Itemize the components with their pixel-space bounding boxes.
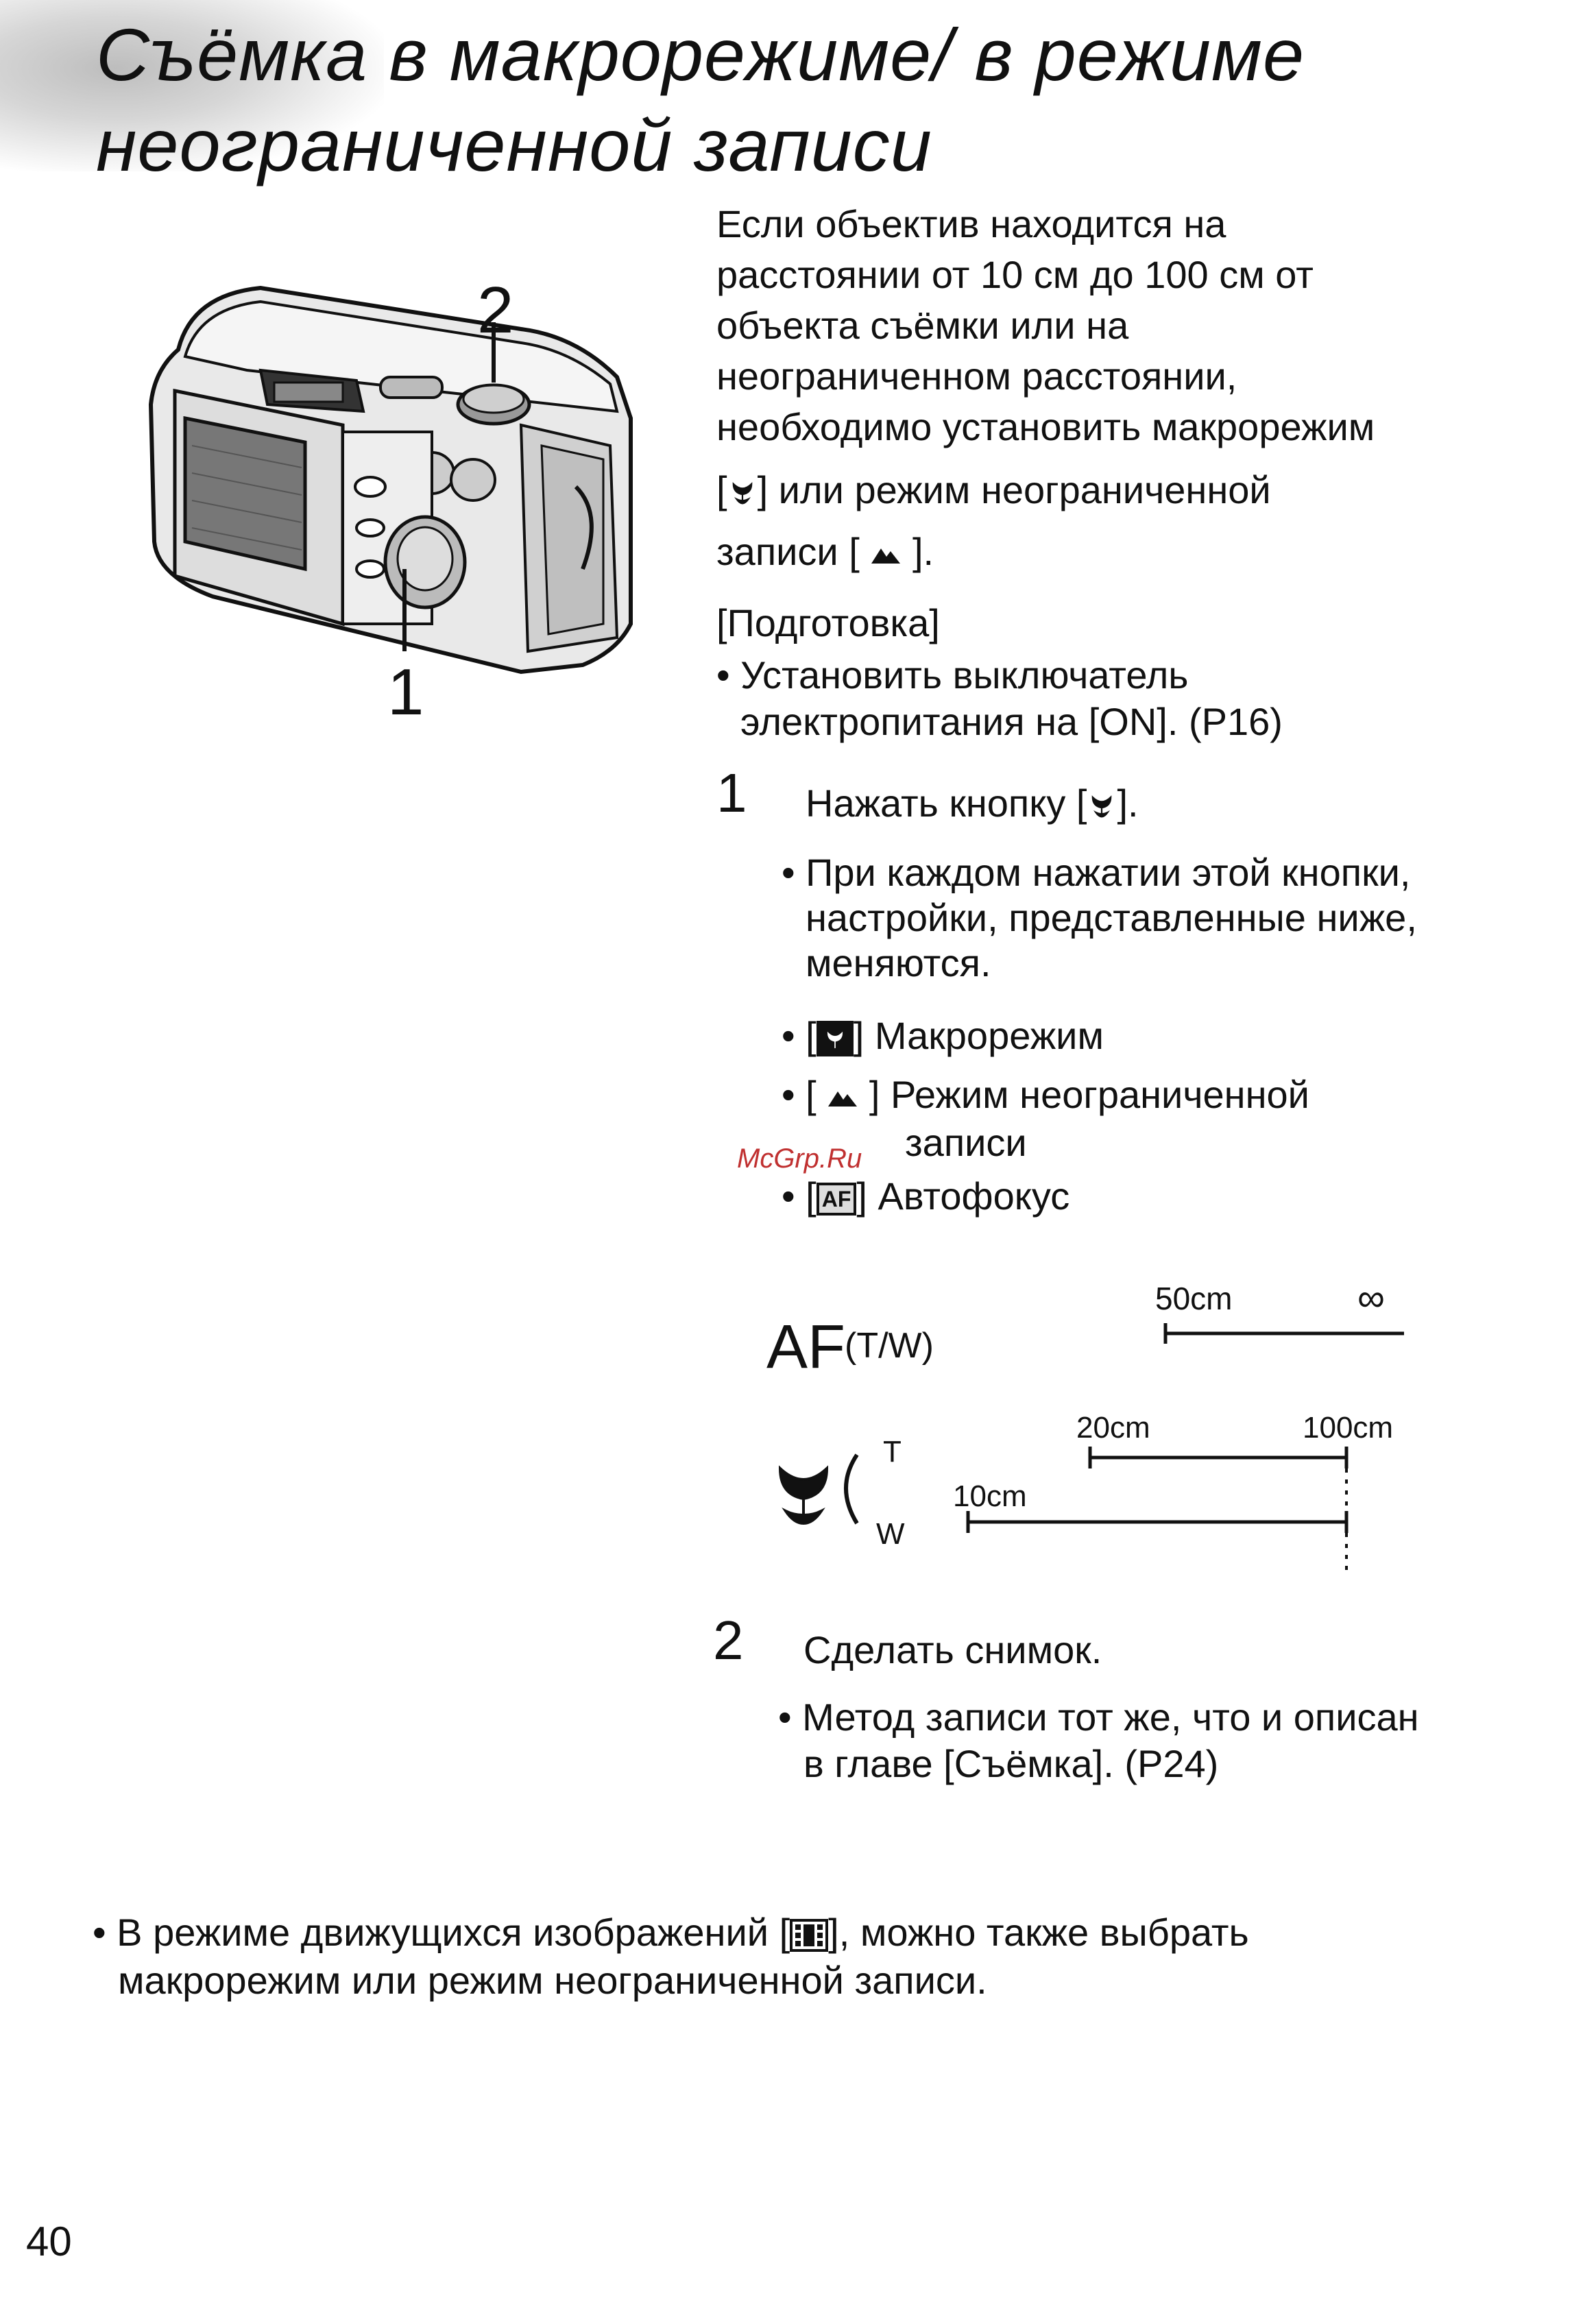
wide-label: W	[876, 1517, 905, 1551]
camera-illustration	[148, 285, 633, 675]
option-infinity: • [ ] Режим неограниченной	[782, 1073, 1309, 1116]
preparation-bullet-line-1: • Установить выключатель	[716, 653, 1189, 697]
page-number: 40	[26, 2219, 72, 2264]
af-mode-badge-icon: AF	[816, 1183, 857, 1216]
mountain-infinity-icon	[828, 1091, 858, 1107]
intro-line-1: Если объектив находится на	[716, 202, 1226, 245]
intro-line-5: необходимо установить макрорежим	[716, 405, 1375, 448]
step-1-instruction: Нажать кнопку [].	[806, 782, 1139, 825]
tele-near-distance: 20cm	[1076, 1411, 1150, 1444]
title-shading	[0, 0, 384, 171]
intro-line-4: неограниченном расстоянии,	[716, 354, 1237, 398]
camera-callout-1: 1	[387, 655, 424, 729]
step-1-number: 1	[716, 762, 747, 823]
step-1-note-line-2: настройки, представленные ниже,	[806, 896, 1417, 939]
step-2-note-line-1: • Метод записи тот же, что и описан	[778, 1695, 1419, 1739]
footnote-line-2: макрорежим или режим неограниченной запи…	[118, 1959, 987, 2002]
macro-mode-badge-icon	[816, 1021, 854, 1057]
af-near-distance: 50cm	[1155, 1281, 1232, 1316]
option-macro: • [] Макрорежим	[782, 1014, 1104, 1057]
camera-callout-2: 2	[477, 274, 514, 347]
intro-line-3: объекта съёмки или на	[716, 304, 1129, 347]
focus-range-diagram: AF (T/W) 50cm ∞ T W 20cm 100cm 10cm	[766, 1276, 1404, 1570]
mountain-infinity-icon	[871, 548, 901, 564]
footnote-line-1: • В режиме движущихся изображений [], мо…	[93, 1911, 1249, 1954]
tw-bracket	[844, 1453, 859, 1525]
macro-flower-icon	[732, 482, 752, 505]
watermark: McGrp.Ru	[737, 1144, 862, 1174]
macro-row-icon	[778, 1465, 829, 1525]
preparation-bullet-line-2: электропитания на [ON]. (P16)	[740, 700, 1283, 743]
wide-near-distance: 10cm	[953, 1479, 1027, 1513]
page-title-line-2: неограниченной записи	[96, 104, 932, 186]
step-1-note-line-1: • При каждом нажатии этой кнопки,	[782, 851, 1411, 894]
intro-line-7: записи [ ].	[716, 530, 934, 573]
tele-label: T	[883, 1435, 902, 1468]
preparation-heading: [Подготовка]	[716, 601, 940, 644]
af-row-sublabel: (T/W)	[845, 1326, 934, 1366]
motion-picture-film-icon	[790, 1919, 829, 1953]
step-2-note-line-2: в главе [Съёмка]. (P24)	[803, 1742, 1219, 1785]
option-autofocus: • [AF] Автофокус	[782, 1174, 1070, 1218]
intro-line-6: [] или режим неограниченной	[716, 468, 1271, 511]
tele-far-distance: 100cm	[1303, 1411, 1393, 1444]
option-infinity-line-2: записи	[905, 1121, 1027, 1164]
macro-flower-icon	[1092, 795, 1112, 818]
step-1-note-line-3: меняются.	[806, 941, 991, 984]
step-2-number: 2	[713, 1610, 744, 1671]
page-title-line-1: Съёмка в макрорежиме/ в режиме	[96, 13, 1305, 96]
intro-line-2: расстоянии от 10 см до 100 см от	[716, 253, 1314, 296]
af-row-label: AF	[766, 1313, 845, 1381]
af-far-distance: ∞	[1357, 1276, 1385, 1319]
step-2-instruction: Сделать снимок.	[803, 1628, 1102, 1671]
